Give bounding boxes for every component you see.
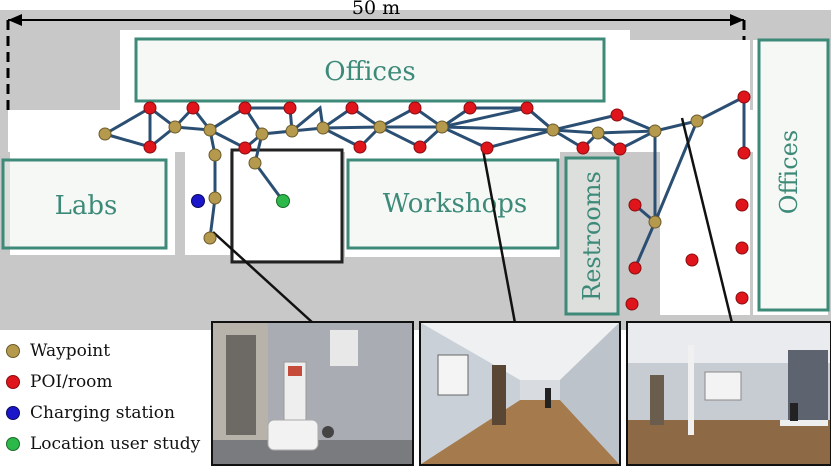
room-label-offices-right: Offices xyxy=(775,130,803,214)
user-study-node xyxy=(276,194,290,208)
waypoint-node xyxy=(591,126,605,140)
room-label-offices-top: Offices xyxy=(324,57,415,87)
waypoint-node xyxy=(98,127,112,141)
waypoint-node xyxy=(203,231,217,245)
poi-node xyxy=(625,297,639,311)
poi-node xyxy=(737,146,751,160)
charging-marker-icon xyxy=(6,405,20,420)
photo-leader-lines xyxy=(212,117,734,324)
waypoint-node xyxy=(690,114,704,128)
legend-item-waypoint: Waypoint xyxy=(6,335,200,366)
poi-node xyxy=(520,101,534,115)
poi-node xyxy=(413,140,427,154)
poi-node xyxy=(735,291,749,305)
waypoint-node xyxy=(648,124,662,138)
waypoint-node xyxy=(208,191,222,205)
poi-node xyxy=(610,108,624,122)
poi-node xyxy=(480,141,494,155)
room-label-labs: Labs xyxy=(55,191,118,221)
poi-node xyxy=(283,101,297,115)
poi-node xyxy=(408,101,422,115)
room-outlines xyxy=(1,37,830,316)
charging-station-node xyxy=(191,194,205,208)
poi-node xyxy=(735,241,749,255)
room-label-workshops: Workshops xyxy=(383,189,528,219)
legend-label: Charging station xyxy=(30,402,175,423)
legend: Waypoint POI/room Charging station Locat… xyxy=(6,335,200,459)
legend-item-user-study: Location user study xyxy=(6,428,200,459)
poi-node xyxy=(463,101,477,115)
waypoint-node xyxy=(435,120,449,134)
waypoint-node xyxy=(373,120,387,134)
waypoint-node xyxy=(208,148,222,162)
legend-label: Location user study xyxy=(30,433,201,454)
waypoint-node xyxy=(203,123,217,137)
waypoint-node xyxy=(285,124,299,138)
waypoint-node xyxy=(648,215,662,229)
waypoint-nodes xyxy=(98,114,704,245)
waypoint-node xyxy=(248,156,262,170)
scale-label: 50 m xyxy=(352,0,400,19)
poi-node xyxy=(737,90,751,104)
photo-hallway xyxy=(419,321,621,466)
poi-node xyxy=(628,198,642,212)
legend-item-poi: POI/room xyxy=(6,366,200,397)
legend-item-charging: Charging station xyxy=(6,397,200,428)
user-study-marker-icon xyxy=(6,436,20,451)
poi-node xyxy=(576,141,590,155)
waypoint-node xyxy=(546,123,560,137)
waypoint-node xyxy=(316,121,330,135)
poi-node xyxy=(143,101,157,115)
room-label-restrooms: Restrooms xyxy=(578,171,606,301)
poi-node xyxy=(345,101,359,115)
legend-label: POI/room xyxy=(30,371,113,392)
poi-node xyxy=(353,140,367,154)
waypoint-marker-icon xyxy=(6,343,20,358)
poi-node xyxy=(186,101,200,115)
legend-label: Waypoint xyxy=(30,340,111,361)
photo-open-area xyxy=(626,321,831,466)
poi-node xyxy=(685,253,699,267)
waypoint-node xyxy=(168,120,182,134)
poi-node xyxy=(238,101,252,115)
poi-node xyxy=(143,140,157,154)
poi-node xyxy=(238,141,252,155)
scale-bar xyxy=(6,14,746,110)
poi-node xyxy=(613,142,627,156)
poi-node xyxy=(735,198,749,212)
photo-robot xyxy=(211,321,414,466)
poi-marker-icon xyxy=(6,374,20,389)
poi-node xyxy=(628,261,642,275)
waypoint-node xyxy=(255,127,269,141)
poi-nodes xyxy=(143,90,751,311)
user-study-room xyxy=(230,148,344,264)
